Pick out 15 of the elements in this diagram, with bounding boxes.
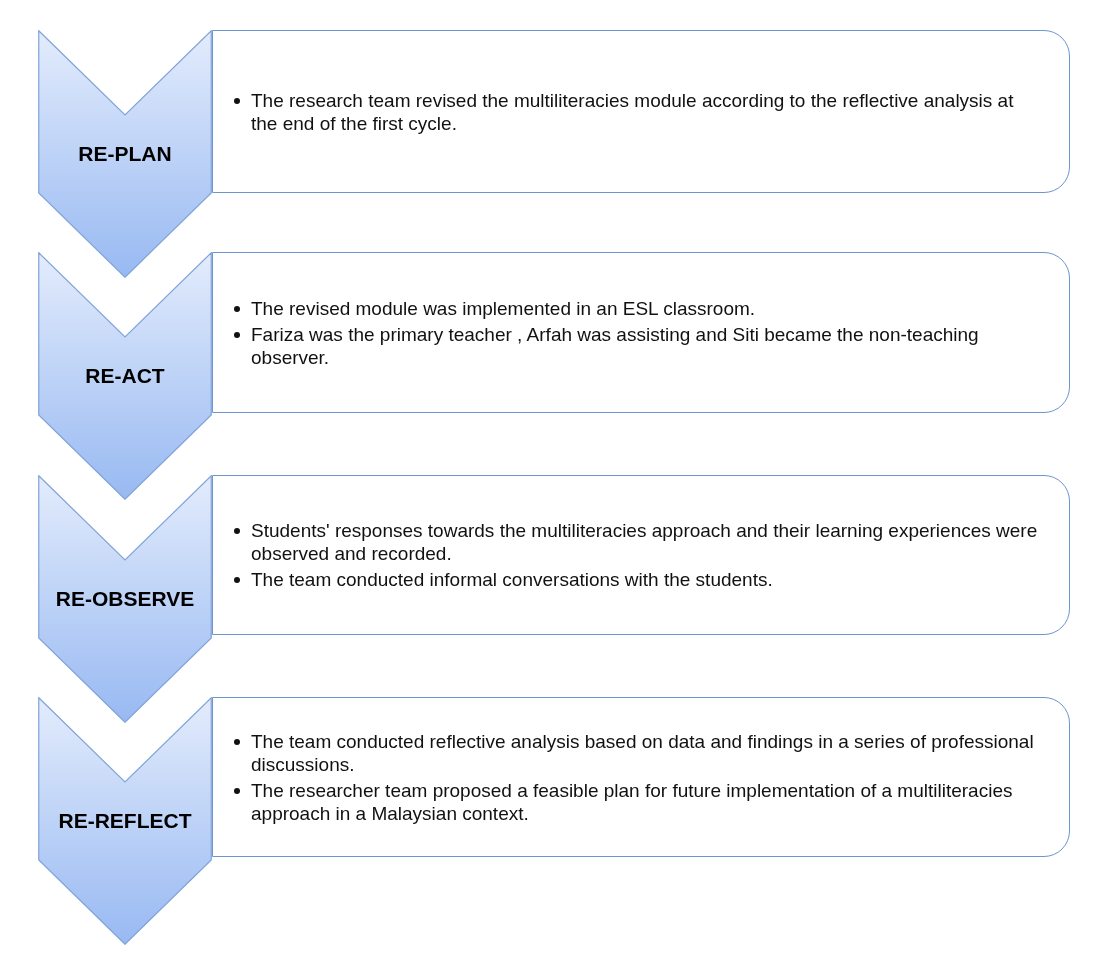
text-box — [212, 252, 1070, 413]
text-box — [212, 697, 1070, 857]
bullet-text: Fariza was the primary teacher , Arfah was assisting and Siti became the non-teaching observer. — [231, 322, 1045, 369]
step-label: RE-ACT — [84, 364, 166, 388]
step-label: RE-OBSERVE — [54, 587, 196, 611]
step-label: RE-PLAN — [77, 142, 173, 166]
bullet-text: Students' responses towards the multiliteracies approach and their learning experiences were observed and recorded. — [231, 519, 1045, 565]
bullet-text: The research team revised the multiliteracies module according to the reflective analysis at the end of the first cycle. — [231, 88, 1045, 135]
bullet-text: The team conducted informal conversations with the students. — [231, 568, 1045, 591]
bullet-text: The researcher team proposed a feasible plan for future implementation of a multiliteracies approach in a Malaysian context. — [231, 778, 1045, 825]
bullet-text: The revised module was implemented in an ESL classroom. — [231, 296, 1045, 320]
text-box — [212, 30, 1070, 193]
text-box — [212, 475, 1070, 635]
step-label: RE-REFLECT — [57, 809, 193, 833]
bullet-text: The team conducted reflective analysis based on data and findings in a series of professional discussions. — [231, 729, 1045, 776]
